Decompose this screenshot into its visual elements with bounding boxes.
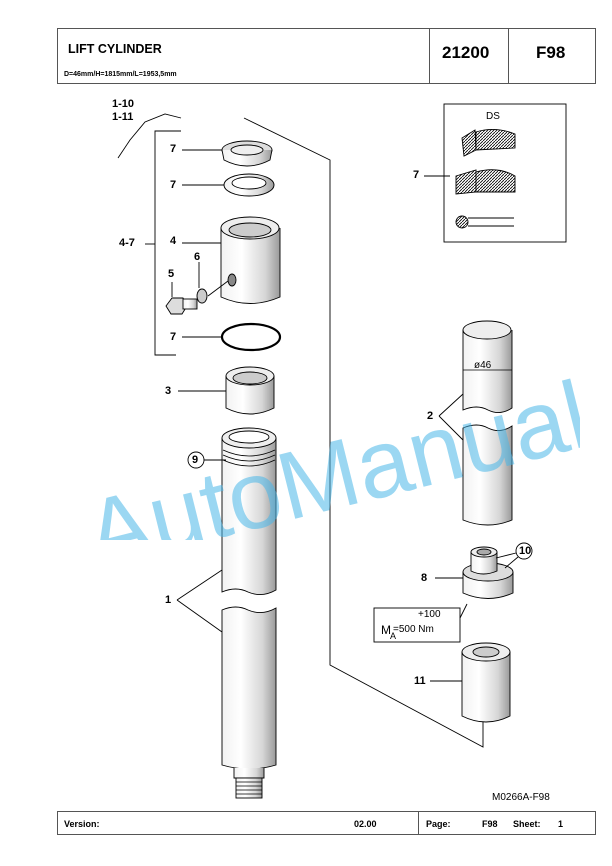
- label-3: 3: [165, 385, 172, 397]
- ring-7: [223, 173, 275, 197]
- o-ring-7: [220, 322, 282, 352]
- seal-section-detail: [455, 129, 516, 229]
- part-group-code: 21200: [442, 43, 490, 62]
- piston-8: [462, 546, 514, 599]
- label-7: 7: [170, 179, 177, 191]
- page-value: F98: [482, 819, 498, 829]
- piston-rod-2-upper: [462, 320, 513, 413]
- label-diameter: ø46: [474, 360, 492, 371]
- label-ds: DS: [486, 111, 500, 122]
- torque-tolerance: +100: [418, 609, 441, 620]
- callout-circle-10: [515, 542, 533, 560]
- label-10: 10: [519, 545, 532, 557]
- cylinder-tube-lower: [221, 606, 277, 799]
- cylinder-tube-upper: [221, 427, 277, 595]
- label-1-11: 1-11: [112, 111, 134, 123]
- label-1-10: 1-10: [112, 98, 135, 110]
- sheet-label: Sheet:: [513, 819, 541, 829]
- label-7: 7: [170, 143, 177, 155]
- seal-7-top: [221, 140, 273, 167]
- label-2: 2: [427, 410, 434, 422]
- label-7: 7: [413, 169, 420, 181]
- version-label: Version:: [64, 819, 100, 829]
- detail-box-ds: [443, 103, 567, 243]
- header-box: LIFT CYLINDER D=46mm/H=1815mm/L=1953,5mm…: [57, 28, 596, 84]
- washer-6: [196, 288, 208, 304]
- label-6: 6: [194, 251, 201, 263]
- bracket-4-7: [154, 130, 181, 356]
- divider: [418, 812, 419, 834]
- model-code: F98: [536, 43, 566, 62]
- label-4: 4: [170, 235, 177, 247]
- divider: [429, 29, 430, 83]
- label-5: 5: [168, 268, 175, 280]
- label-7: 7: [170, 331, 177, 343]
- page-title: LIFT CYLINDER: [68, 42, 162, 56]
- gland-4: [220, 216, 281, 304]
- version-value: 02.00: [354, 819, 377, 829]
- torque-subscript: A: [390, 631, 397, 641]
- torque-spec-box: [373, 607, 461, 643]
- bushing-11: [461, 642, 511, 723]
- drawing-reference: M0266A-F98: [492, 792, 550, 803]
- footer-box: Version: 02.00 Page: F98 Sheet: 1: [57, 811, 596, 835]
- dimensions-subtitle: D=46mm/H=1815mm/L=1953,5mm: [64, 71, 177, 78]
- bolt-5: [165, 297, 198, 315]
- assembly-line: [243, 117, 484, 748]
- torque-value: =500 Nm: [393, 624, 434, 635]
- divider: [508, 29, 509, 83]
- label-8: 8: [421, 572, 428, 584]
- bushing-3: [225, 366, 275, 415]
- page-label: Page:: [426, 819, 451, 829]
- label-1: 1: [165, 594, 172, 606]
- label-11: 11: [414, 675, 426, 687]
- leader-line-1-10: [117, 113, 182, 159]
- torque-symbol: M: [381, 623, 391, 637]
- label-4-7: 4-7: [119, 237, 135, 249]
- piston-rod-2-lower: [462, 424, 513, 526]
- sheet-value: 1: [558, 819, 564, 829]
- label-9: 9: [192, 454, 199, 466]
